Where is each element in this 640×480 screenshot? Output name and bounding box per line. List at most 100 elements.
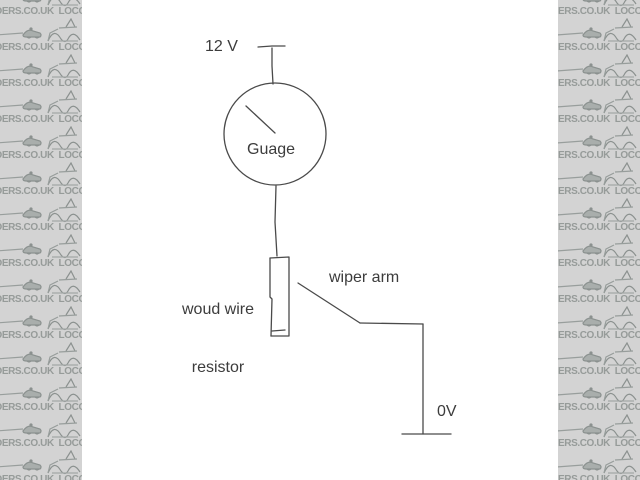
watermark-text: ERS.CO.UK LOCOST — [558, 42, 640, 53]
watermark-tile: ERS.CO.UK LOCOST — [558, 233, 640, 269]
supply-terminal-line — [257, 45, 286, 48]
watermark-car-art — [0, 90, 82, 115]
kitcar-front-icon — [603, 198, 637, 223]
kitcar-front-icon — [47, 414, 81, 439]
kitcar-side-icon — [0, 171, 42, 183]
watermark-car-art — [558, 306, 640, 331]
kitcar-side-icon — [558, 63, 602, 75]
watermark-text: DERS.CO.UK LOCOS — [0, 474, 82, 480]
kitcar-front-icon — [47, 378, 81, 403]
kitcar-side-icon — [0, 387, 42, 399]
watermark-text: DERS.CO.UK LOCOS — [0, 114, 82, 125]
watermark-tile: ERS.CO.UK LOCOST — [558, 0, 640, 17]
kitcar-front-icon — [603, 306, 637, 331]
watermark-tile: DERS.CO.UK LOCOS — [0, 269, 82, 305]
watermark-tile: ERS.CO.UK LOCOST — [558, 17, 640, 53]
kitcar-front-icon — [603, 342, 637, 367]
watermark-text: ERS.CO.UK LOCOST — [558, 186, 640, 197]
kitcar-front-icon — [47, 198, 81, 223]
watermark-tile: ERS.CO.UK LOCOST — [558, 269, 640, 305]
kitcar-front-icon — [47, 270, 81, 295]
kitcar-front-icon — [47, 162, 81, 187]
kitcar-side-icon — [558, 27, 602, 39]
watermark-car-art — [0, 126, 82, 151]
kitcar-front-icon — [47, 0, 81, 7]
kitcar-side-icon — [0, 207, 42, 219]
kitcar-side-icon — [582, 0, 602, 3]
watermark-text: DERS.CO.UK LOCOS — [0, 6, 82, 17]
watermark-tile: DERS.CO.UK LOCOS — [0, 53, 82, 89]
watermark-text: ERS.CO.UK LOCOST — [558, 114, 640, 125]
kitcar-side-icon — [22, 0, 42, 3]
watermark-text: DERS.CO.UK LOCOS — [0, 366, 82, 377]
kitcar-side-icon — [558, 279, 602, 291]
watermark-tile: ERS.CO.UK LOCOST — [558, 341, 640, 377]
kitcar-side-icon — [0, 243, 42, 255]
kitcar-side-icon — [0, 351, 42, 363]
watermark-car-art — [0, 0, 82, 7]
kitcar-front-icon — [47, 126, 81, 151]
watermark-tile: ERS.CO.UK LOCOST — [558, 89, 640, 125]
watermark-tile: DERS.CO.UK LOCOS — [0, 233, 82, 269]
watermark-text: DERS.CO.UK LOCOS — [0, 78, 82, 89]
watermark-car-art — [558, 270, 640, 295]
watermark-text: DERS.CO.UK LOCOS — [0, 150, 82, 161]
watermark-tile: DERS.CO.UK LOCOS — [0, 0, 82, 17]
kitcar-front-icon — [47, 306, 81, 331]
resistor-body — [269, 256, 290, 337]
watermark-text: ERS.CO.UK LOCOST — [558, 150, 640, 161]
watermark-tile: ERS.CO.UK LOCOST — [558, 413, 640, 449]
watermark-tile: ERS.CO.UK LOCOST — [558, 53, 640, 89]
watermark-tile: DERS.CO.UK LOCOS — [0, 305, 82, 341]
kitcar-side-icon — [558, 135, 602, 147]
kitcar-side-icon — [558, 243, 602, 255]
supply-wire — [271, 47, 274, 85]
kitcar-side-icon — [0, 63, 42, 75]
watermark-car-art — [0, 162, 82, 187]
watermark-tile: DERS.CO.UK LOCOS — [0, 17, 82, 53]
watermark-text: DERS.CO.UK LOCOS — [0, 330, 82, 341]
watermark-text: DERS.CO.UK LOCOS — [0, 258, 82, 269]
watermark-text: ERS.CO.UK LOCOST — [558, 6, 640, 17]
watermark-text: DERS.CO.UK LOCOS — [0, 438, 82, 449]
kitcar-front-icon — [603, 450, 637, 475]
label-resistor: woud wire resistor — [168, 264, 268, 414]
kitcar-front-icon — [47, 342, 81, 367]
label-resistor-line1: woud wire — [181, 301, 255, 318]
watermark-car-art — [558, 162, 640, 187]
watermark-car-art — [558, 342, 640, 367]
watermark-strip-right: ERS.CO.UK LOCOSTERS.CO.UK LOCOSTERS.CO.U… — [558, 0, 640, 480]
watermark-tile: ERS.CO.UK LOCOST — [558, 161, 640, 197]
watermark-tile: ERS.CO.UK LOCOST — [558, 125, 640, 161]
kitcar-front-icon — [603, 18, 637, 43]
watermark-text: ERS.CO.UK LOCOST — [558, 222, 640, 233]
kitcar-front-icon — [603, 162, 637, 187]
watermark-tile: ERS.CO.UK LOCOST — [558, 377, 640, 413]
kitcar-side-icon — [0, 99, 42, 111]
watermark-text: DERS.CO.UK LOCOS — [0, 294, 82, 305]
watermark-text: DERS.CO.UK LOCOS — [0, 222, 82, 233]
kitcar-front-icon — [47, 234, 81, 259]
watermark-car-art — [0, 378, 82, 403]
label-resistor-line2: resistor — [191, 359, 245, 376]
watermark-car-art — [0, 306, 82, 331]
watermark-text: DERS.CO.UK LOCOS — [0, 186, 82, 197]
kitcar-front-icon — [603, 378, 637, 403]
kitcar-side-icon — [558, 423, 602, 435]
watermark-car-art — [0, 270, 82, 295]
kitcar-front-icon — [603, 54, 637, 79]
watermark-text: ERS.CO.UK LOCOST — [558, 258, 640, 269]
resistor-bottom-tick — [271, 329, 286, 332]
watermark-car-art — [0, 54, 82, 79]
watermark-tile: DERS.CO.UK LOCOS — [0, 413, 82, 449]
watermark-car-art — [558, 378, 640, 403]
wiper-arm-line — [297, 282, 361, 324]
watermark-car-art — [558, 90, 640, 115]
watermark-text: ERS.CO.UK LOCOST — [558, 330, 640, 341]
kitcar-side-icon — [0, 459, 42, 471]
kitcar-front-icon — [47, 450, 81, 475]
kitcar-side-icon — [558, 459, 602, 471]
label-supply-voltage: 12 V — [205, 38, 238, 55]
watermark-car-art — [0, 234, 82, 259]
